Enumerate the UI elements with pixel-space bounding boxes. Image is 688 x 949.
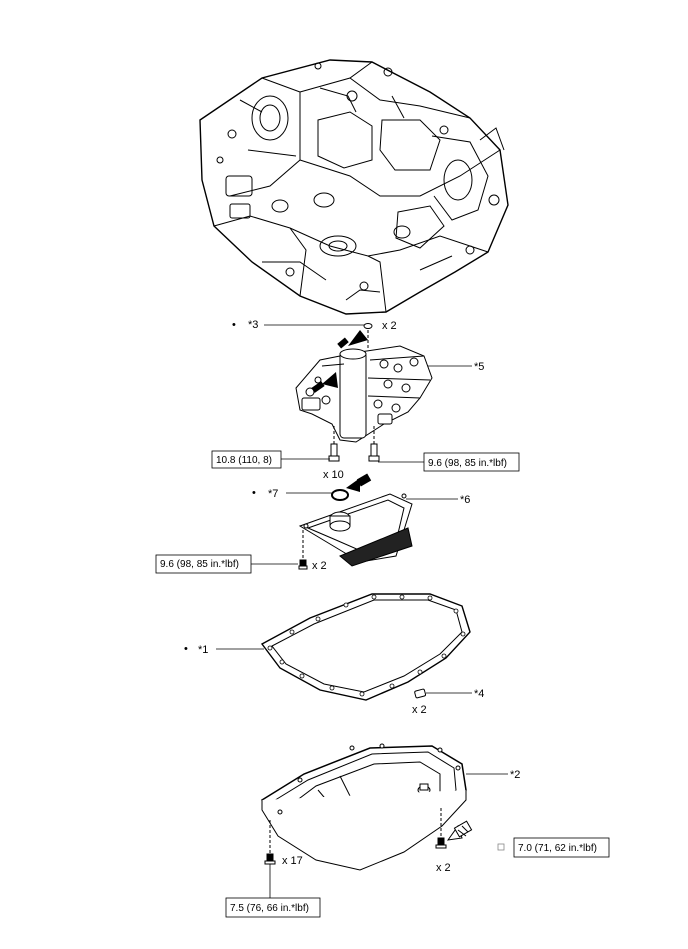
install-arrow-oring (346, 473, 372, 492)
empty-checkbox-icon (497, 843, 505, 851)
torque-value-2: 9.6 (98, 85 in.*lbf) (428, 458, 507, 469)
strainer-bolt (298, 530, 308, 570)
torque-box-5: 7.5 (76, 66 in.*lbf) (225, 897, 321, 918)
qty-valve-bolts: x 10 (323, 469, 344, 481)
torque-box-3: 9.6 (98, 85 in.*lbf) (155, 554, 252, 574)
bullet-7: • (252, 487, 256, 499)
qty-pan-bolts: x 17 (282, 855, 303, 867)
torque-box-1: 10.8 (110, 8) (211, 450, 282, 469)
torque-value-5: 7.5 (76, 66 in.*lbf) (230, 903, 309, 914)
torque-box-2: 9.6 (98, 85 in.*lbf) (423, 452, 520, 472)
part-6-strainer (298, 493, 413, 567)
torque-value-4: 7.0 (71, 62 in.*lbf) (518, 843, 597, 854)
qty-strainer-bolts: x 2 (312, 560, 327, 572)
hatched-arrow-icon (446, 820, 473, 841)
part-3-seal (363, 323, 373, 329)
valve-body-bolts (328, 426, 380, 462)
label-part-6: *6 (460, 494, 470, 506)
torque-box-4: 7.0 (71, 62 in.*lbf) (513, 837, 610, 858)
valve-body (295, 345, 433, 443)
torque-value-3: 9.6 (98, 85 in.*lbf) (160, 559, 239, 570)
install-arrows-valve (311, 330, 368, 393)
pan-bolts (264, 808, 447, 865)
label-part-3: *3 (248, 319, 258, 331)
bullet-3: • (232, 319, 236, 331)
part-4-magnet (414, 688, 427, 699)
label-part-5: *5 (474, 361, 484, 373)
label-part-2: *2 (510, 769, 520, 781)
qty-drain-plug: x 2 (436, 862, 451, 874)
label-part-4: *4 (474, 688, 484, 700)
label-part-7: *7 (268, 488, 278, 500)
qty-part-3: x 2 (382, 320, 397, 332)
part-1-gasket (260, 593, 471, 701)
transaxle-case (199, 59, 509, 315)
part-2-oil-pan (260, 743, 467, 871)
leader-lines (216, 324, 508, 898)
bullet-1: • (184, 643, 188, 655)
part-7-o-ring (331, 489, 349, 501)
gasket-holes (267, 594, 466, 697)
qty-part-4: x 2 (412, 704, 427, 716)
torque-value-1: 10.8 (110, 8) (216, 455, 272, 466)
label-part-1: *1 (198, 644, 208, 656)
